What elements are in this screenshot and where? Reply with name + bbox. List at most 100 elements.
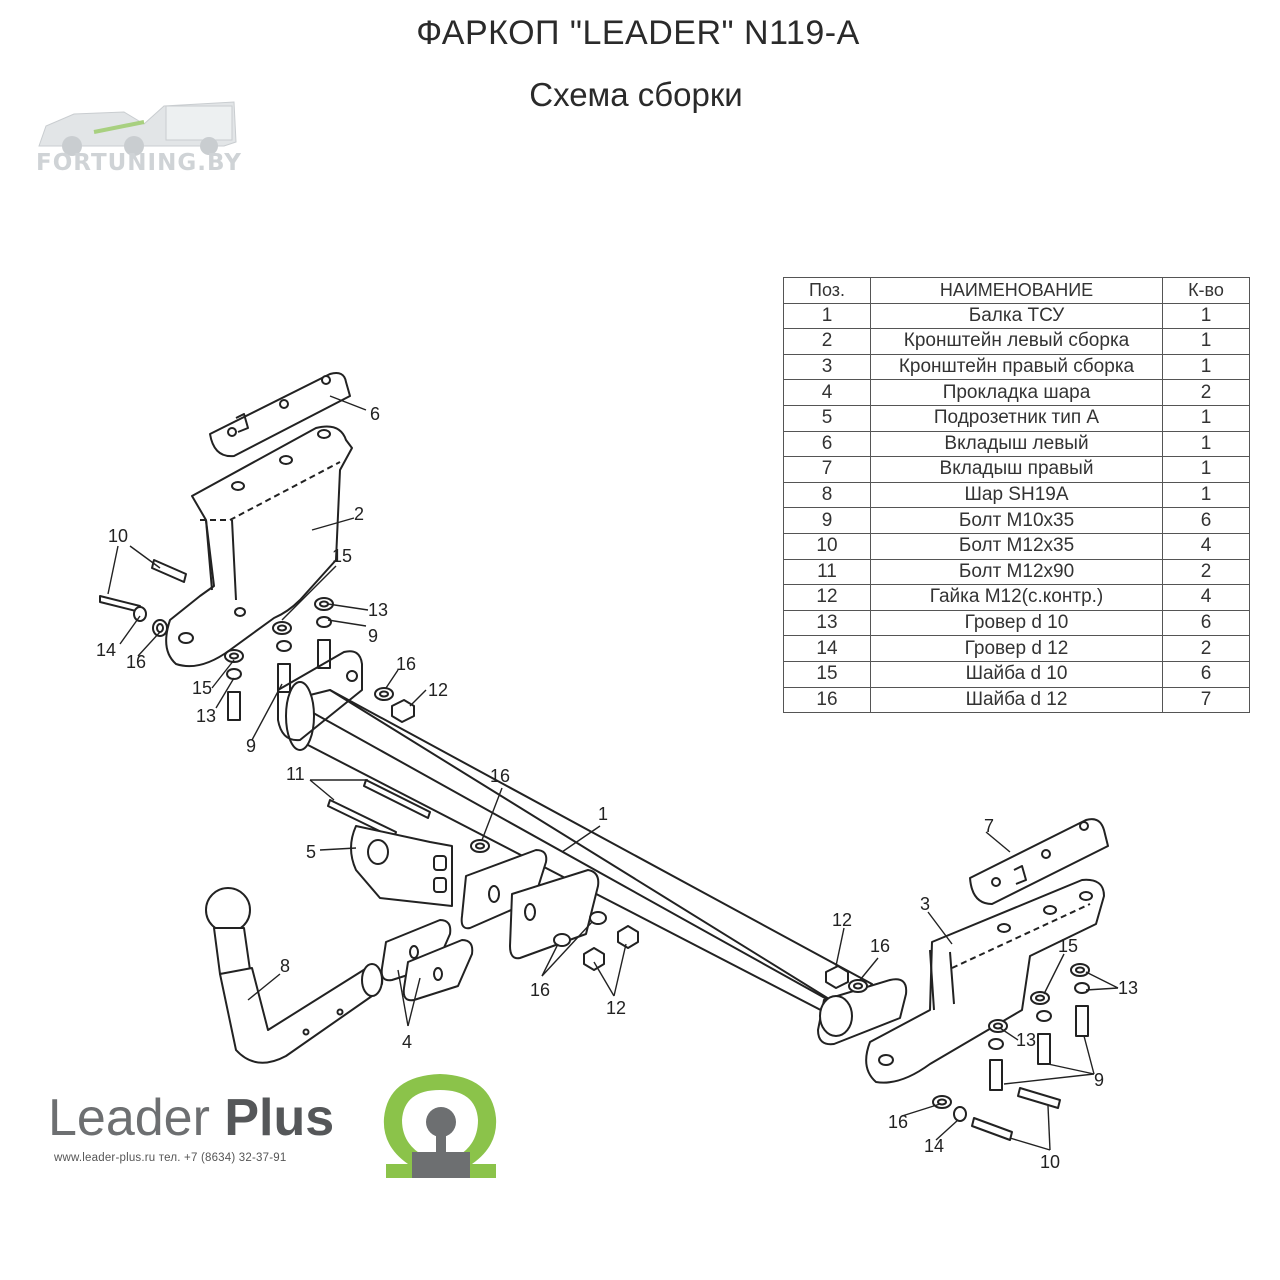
cell-name: Вкладыш правый [870,456,1163,483]
callout-10: 10 [1040,1152,1060,1172]
callout-2: 2 [354,504,364,524]
callout-15: 15 [1058,936,1078,956]
cell-quantity: 4 [1162,532,1250,560]
cell-name: Кронштейн левый сборка [870,328,1163,355]
part-10-bolt [971,1117,1013,1141]
callout-8: 8 [280,956,290,976]
part-7-insert-right [969,818,1109,905]
callout-9: 9 [368,626,378,646]
cell-position: 10 [783,532,871,560]
part-11-bolt [363,779,431,819]
callout-9: 9 [1094,1070,1104,1090]
part-2-bracket-left [165,425,353,668]
cell-quantity: 6 [1162,609,1250,637]
cell-quantity: 1 [1162,328,1250,355]
cell-position: 5 [783,404,871,432]
callout-3: 3 [920,894,930,914]
callout-16: 16 [490,766,510,786]
cell-quantity: 1 [1162,353,1250,381]
watermark-car-icon [38,101,237,156]
cell-quantity: 6 [1162,507,1250,534]
part-1-beam [289,689,873,1013]
cell-position: 9 [783,507,871,534]
cell-name: Прокладка шара [870,379,1163,406]
part-8-ball-neck [219,965,384,1064]
callout-13: 13 [1016,1030,1036,1050]
cell-name: Вкладыш левый [870,430,1163,458]
cell-position: 2 [783,328,871,355]
part-6-insert-left [209,372,351,458]
cell-name: Болт М12х35 [870,532,1163,560]
cell-quantity: 1 [1162,302,1250,330]
cell-name: Гайка М12(с.контр.) [870,584,1163,611]
diagram-subtitle: Схема сборки [529,76,743,113]
part-3-bracket-right [865,878,1105,1084]
callout-15: 15 [332,546,352,566]
brand-contacts: www.leader-plus.ru тел. +7 (8634) 32-37-… [54,1152,287,1164]
cell-position: 1 [783,302,871,330]
callout-11: 11 [286,764,305,784]
cell-name: Шар SH19A [870,481,1163,509]
leader-plus-logo-icon [383,1074,497,1178]
table-header-row: Поз. НАИМЕНОВАНИЕ К-во [783,277,1250,304]
cell-position: 4 [783,379,871,406]
callout-12: 12 [606,998,626,1018]
cell-position: 3 [783,353,871,381]
cell-name: Кронштейн правый сборка [870,353,1163,381]
callout-13: 13 [1118,978,1138,998]
cell-quantity: 2 [1162,379,1250,406]
cell-quantity: 4 [1162,584,1250,611]
header-position: Поз. [783,277,871,304]
cell-position: 14 [783,635,871,662]
callout-16: 16 [530,980,550,1000]
callout-16: 16 [870,936,890,956]
cell-name: Шайба d 12 [870,686,1163,714]
cell-position: 16 [783,686,871,714]
callout-5: 5 [306,842,316,862]
callout-16: 16 [888,1112,908,1132]
cell-name: Шайба d 10 [870,660,1163,688]
cell-quantity: 6 [1162,660,1250,688]
callout-9: 9 [246,736,256,756]
cell-position: 6 [783,430,871,458]
part-10-bolt [99,595,141,613]
callout-14: 14 [96,640,116,660]
callout-10: 10 [108,526,128,546]
cell-name: Балка ТСУ [870,302,1163,330]
cell-quantity: 7 [1162,686,1250,714]
callout-16: 16 [126,652,146,672]
cell-name: Болт М12х90 [870,558,1163,586]
callout-7: 7 [984,816,994,836]
header-name: НАИМЕНОВАНИЕ [870,277,1163,304]
cell-name: Гровер d 12 [870,635,1163,662]
callout-13: 13 [196,706,216,726]
header-quantity: К-во [1162,277,1250,304]
diagram-title: ФАРКОП "LEADER" N119-A [416,14,860,52]
cell-quantity: 1 [1162,481,1250,509]
cell-quantity: 2 [1162,635,1250,662]
callout-6: 6 [370,404,380,424]
callout-4: 4 [402,1032,412,1052]
cell-position: 11 [783,558,871,586]
cell-position: 15 [783,660,871,688]
cell-quantity: 1 [1162,430,1250,458]
cell-quantity: 1 [1162,404,1250,432]
part-10-bolt [1017,1087,1061,1109]
